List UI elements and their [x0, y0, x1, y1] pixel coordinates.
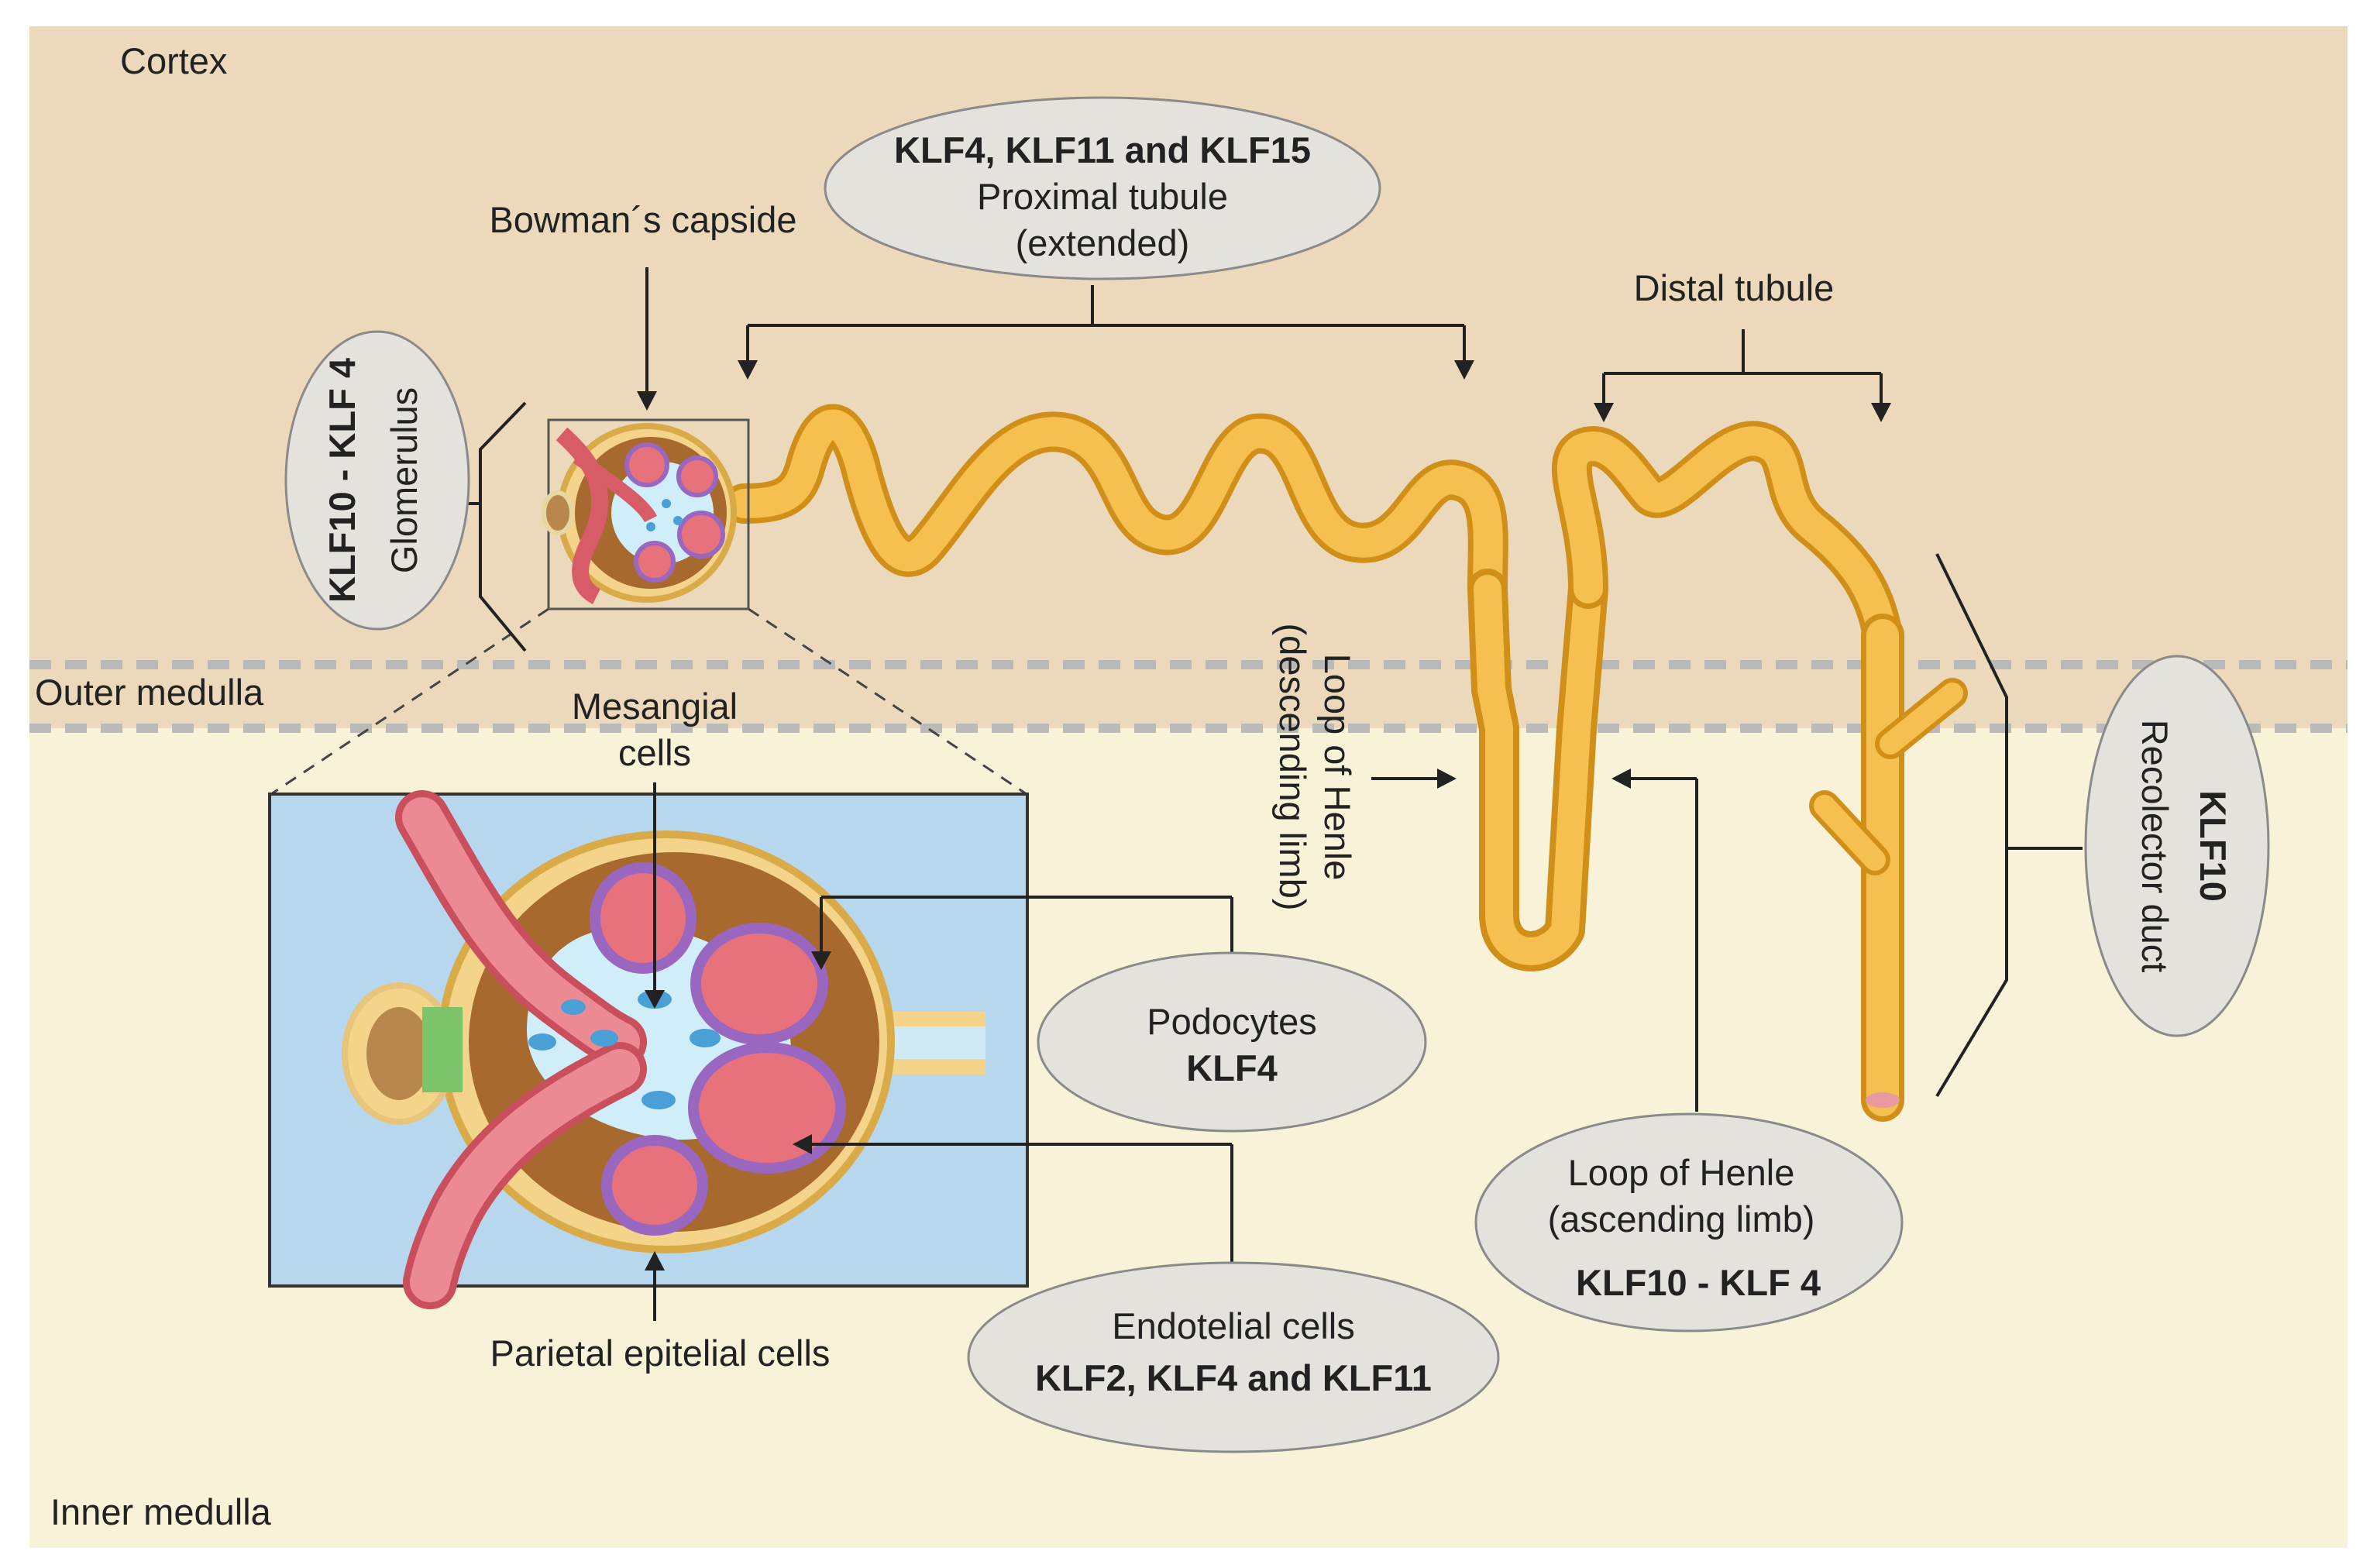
proximal-extended: (extended) [1016, 222, 1190, 263]
collecting-duct-opening [1866, 1092, 1900, 1108]
mesangial-label-2: cells [618, 732, 691, 773]
glomerulus-small [542, 418, 750, 610]
zoom-line-right [748, 607, 1027, 796]
glomerulus-name: Glomerulus [384, 387, 425, 573]
capillary-loops [590, 862, 846, 1236]
proximal-genes: KLF4, KLF11 and KLF15 [894, 129, 1311, 170]
henle-ascending-genes: KLF10 - KLF 4 [1576, 1262, 1821, 1303]
endothelial-name: Endotelial cells [1112, 1305, 1355, 1346]
callout-henle-ascending: Loop of Henle (ascending limb) KLF10 - K… [1474, 1112, 1904, 1332]
glomerulus-inset [268, 790, 1029, 1309]
bowman-capside-label: Bowman´s capside [489, 199, 796, 240]
distal-tubule-label: Distal tubule [1634, 267, 1835, 308]
cortex-label: Cortex [120, 40, 227, 81]
henle-descending-label-2: (descending limb) [1272, 624, 1313, 911]
henle-ascending-limb: (ascending limb) [1548, 1198, 1815, 1240]
henle-ascending-name: Loop of Henle [1568, 1152, 1795, 1193]
annotation-lines [430, 267, 2083, 1321]
collector-genes: KLF10 [2193, 790, 2234, 902]
callout-proximal-tubule: KLF4, KLF11 and KLF15 Proximal tubule (e… [824, 96, 1381, 280]
proximal-name: Proximal tubule [977, 176, 1228, 217]
inner-medulla-label: Inner medulla [50, 1491, 272, 1532]
callout-podocytes: Podocytes KLF4 [1037, 951, 1427, 1133]
podocytes-name: Podocytes [1147, 1001, 1316, 1042]
collector-name: Recolector duct [2134, 720, 2176, 973]
callout-collector-duct: KLF10 Recolector duct [2084, 655, 2270, 1037]
endothelial-genes: KLF2, KLF4 and KLF11 [1035, 1357, 1432, 1398]
glomerulus-genes: KLF10 - KLF 4 [322, 358, 363, 603]
parietal-cells-label: Parietal epitelial cells [490, 1332, 831, 1374]
podocytes-genes: KLF4 [1186, 1047, 1278, 1088]
callout-endothelial: Endotelial cells KLF2, KLF4 and KLF11 [967, 1261, 1500, 1453]
henle-descending-label-1: Loop of Henle [1317, 654, 1358, 881]
callout-glomerulus: KLF10 - KLF 4 Glomerulus [284, 330, 470, 631]
zoom-line-left [270, 607, 549, 796]
outer-medulla-label: Outer medulla [35, 672, 264, 713]
mesangial-label-1: Mesangial [572, 686, 738, 727]
nephron-tubule [724, 404, 1968, 1122]
